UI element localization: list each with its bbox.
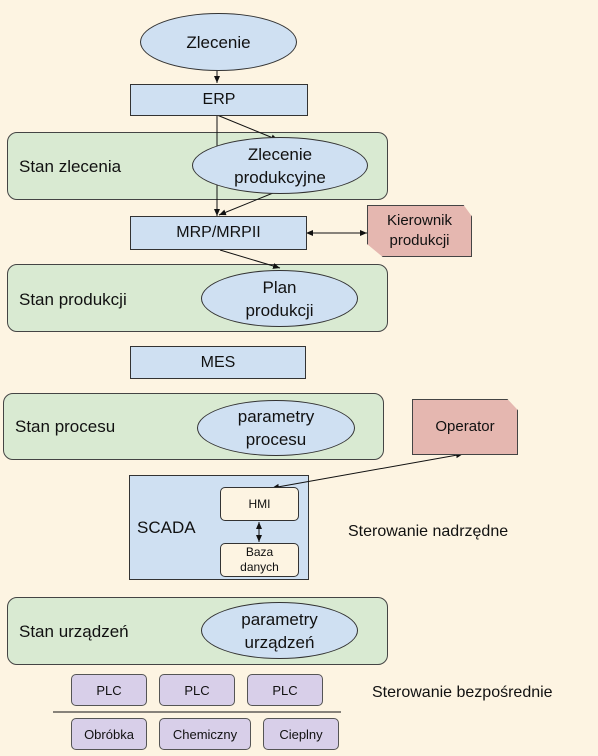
node-parametry-urzadzen: parametry urządzeń bbox=[201, 602, 358, 659]
plc-1: PLC bbox=[71, 674, 147, 706]
node-hmi: HMI bbox=[220, 487, 299, 521]
process-chemiczny: Chemiczny bbox=[159, 718, 251, 750]
stage-label-stan-zlecenia: Stan zlecenia bbox=[19, 157, 122, 176]
stage-label-stan-procesu: Stan procesu bbox=[15, 417, 116, 436]
node-erp: ERP bbox=[130, 84, 308, 116]
scada-label: SCADA bbox=[137, 518, 196, 537]
node-baza-danych: Baza danych bbox=[220, 543, 299, 577]
stage-label-stan-produkcji: Stan produkcji bbox=[19, 290, 127, 309]
plc-3: PLC bbox=[247, 674, 323, 706]
node-zlecenie: Zlecenie bbox=[140, 13, 297, 71]
node-kierownik-produkcji: Kierownik produkcji bbox=[367, 205, 472, 257]
node-zlecenie-produkcyjne: Zlecenie produkcyjne bbox=[192, 137, 368, 194]
arrow-zlecenie-produkcyjne-mrp bbox=[218, 190, 279, 216]
arrow-mrp-plan bbox=[219, 249, 281, 269]
process-obrobka: Obróbka bbox=[71, 718, 147, 750]
node-operator: Operator bbox=[412, 399, 518, 455]
node-mrp-mrpii: MRP/MRPII bbox=[130, 216, 307, 250]
stage-label-stan-urzadzen: Stan urządzeń bbox=[19, 622, 129, 641]
process-cieplny: Cieplny bbox=[263, 718, 339, 750]
note-sterowanie-nadrzedne: Sterowanie nadrzędne bbox=[348, 523, 509, 540]
node-mes: MES bbox=[130, 346, 306, 379]
arrow-erp-zlecenie-produkcyjne bbox=[216, 114, 279, 141]
note-sterowanie-bezposrednie: Sterowanie bezpośrednie bbox=[372, 684, 553, 701]
plc-2: PLC bbox=[159, 674, 235, 706]
arrow-operator-hmi bbox=[271, 452, 464, 490]
node-parametry-procesu: parametry procesu bbox=[197, 400, 355, 456]
node-plan-produkcji: Plan produkcji bbox=[201, 270, 358, 327]
